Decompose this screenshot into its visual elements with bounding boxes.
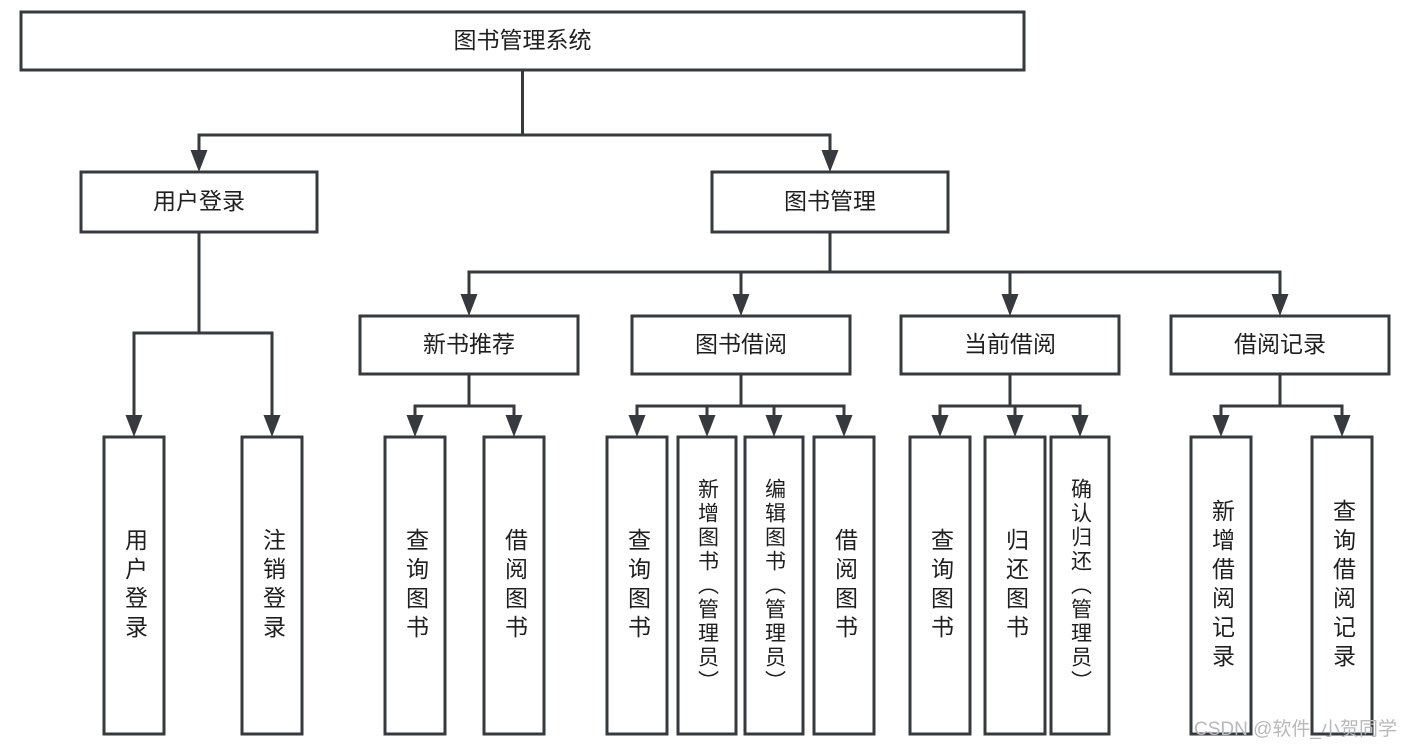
node-box-current-borrow[interactable] bbox=[899, 314, 1121, 376]
arrow-head-icon bbox=[821, 150, 839, 172]
arrow-head-icon bbox=[505, 415, 523, 437]
connector-group-user-login bbox=[125, 230, 281, 437]
node-box-leaf-logout-login[interactable] bbox=[240, 435, 304, 736]
arrow-head-icon bbox=[1001, 294, 1019, 316]
node-label-user-login: 用户登录 bbox=[153, 188, 245, 214]
node-box-leaf-edit-book-admin[interactable] bbox=[743, 435, 805, 736]
arrow-head-icon bbox=[1212, 415, 1230, 437]
arrow-head-icon bbox=[406, 415, 424, 437]
node-label-leaf-query-book-borrow: 查询图书 bbox=[624, 527, 651, 644]
connector-layer bbox=[125, 68, 1351, 437]
arrow-head-icon bbox=[628, 415, 646, 437]
node-label-leaf-user-login: 用户登录 bbox=[121, 527, 148, 644]
node-label-root: 图书管理系统 bbox=[454, 27, 592, 53]
arrow-head-icon bbox=[931, 415, 949, 437]
node-label-leaf-add-book-admin: 新增图书（管理员） bbox=[695, 477, 719, 694]
connector-group-root bbox=[190, 68, 839, 172]
node-label-leaf-return-book: 归还图书 bbox=[1002, 527, 1029, 644]
connector-group-borrow-record bbox=[1212, 372, 1351, 437]
arrow-head-icon bbox=[835, 415, 853, 437]
node-box-root[interactable] bbox=[19, 10, 1026, 72]
node-box-new-book-recommend[interactable] bbox=[358, 314, 580, 376]
arrow-head-icon bbox=[1006, 415, 1024, 437]
node-label-leaf-query-book-recommend: 查询图书 bbox=[402, 527, 429, 644]
arrow-head-icon bbox=[1271, 294, 1289, 316]
node-label-borrow-record: 借阅记录 bbox=[1234, 331, 1326, 357]
connector-group-current-borrow bbox=[931, 372, 1089, 437]
arrow-head-icon bbox=[732, 294, 750, 316]
node-box-leaf-query-borrow-record[interactable] bbox=[1310, 435, 1374, 736]
arrow-head-icon bbox=[125, 415, 143, 437]
node-box-leaf-confirm-return-admin[interactable] bbox=[1049, 435, 1111, 736]
arrow-head-icon bbox=[190, 150, 208, 172]
connector-group-book-borrow bbox=[628, 372, 853, 437]
node-box-book-management[interactable] bbox=[710, 170, 950, 234]
arrow-head-icon bbox=[263, 415, 281, 437]
node-label-leaf-query-borrow-record: 查询借阅记录 bbox=[1329, 498, 1356, 673]
arrow-head-icon bbox=[765, 415, 783, 437]
node-box-book-borrow[interactable] bbox=[630, 314, 852, 376]
connector-group-book-management bbox=[460, 230, 1289, 316]
connector-group-new-book-recommend bbox=[406, 372, 523, 437]
node-label-leaf-query-book-current: 查询图书 bbox=[927, 527, 954, 644]
node-label-leaf-logout-login: 注销登录 bbox=[259, 527, 286, 644]
node-box-leaf-return-book[interactable] bbox=[983, 435, 1047, 736]
node-label-new-book-recommend: 新书推荐 bbox=[423, 331, 515, 357]
node-box-leaf-add-borrow-record[interactable] bbox=[1189, 435, 1253, 736]
node-label-current-borrow: 当前借阅 bbox=[964, 331, 1056, 357]
node-box-leaf-borrow-book-recommend[interactable] bbox=[482, 435, 546, 736]
node-box-leaf-query-book-recommend[interactable] bbox=[383, 435, 447, 736]
node-box-user-login[interactable] bbox=[79, 170, 319, 234]
node-box-leaf-add-book-admin[interactable] bbox=[676, 435, 738, 736]
arrow-head-icon bbox=[698, 415, 716, 437]
node-box-leaf-query-book-current[interactable] bbox=[908, 435, 972, 736]
node-label-leaf-confirm-return-admin: 确认归还（管理员） bbox=[1068, 477, 1092, 694]
node-label-book-management: 图书管理 bbox=[784, 188, 876, 214]
arrow-head-icon bbox=[460, 294, 478, 316]
arrow-head-icon bbox=[1071, 415, 1089, 437]
node-label-leaf-add-borrow-record: 新增借阅记录 bbox=[1208, 498, 1235, 673]
node-label-leaf-borrow-book-borrow: 借阅图书 bbox=[831, 527, 858, 644]
node-box-leaf-user-login[interactable] bbox=[102, 435, 166, 736]
node-box-leaf-borrow-book-borrow[interactable] bbox=[812, 435, 876, 736]
node-label-leaf-edit-book-admin: 编辑图书（管理员） bbox=[762, 477, 786, 694]
node-label-leaf-borrow-book-recommend: 借阅图书 bbox=[501, 527, 528, 644]
node-box-borrow-record[interactable] bbox=[1169, 314, 1391, 376]
node-box-leaf-query-book-borrow[interactable] bbox=[605, 435, 669, 736]
node-label-book-borrow: 图书借阅 bbox=[695, 331, 787, 357]
arrow-head-icon bbox=[1333, 415, 1351, 437]
